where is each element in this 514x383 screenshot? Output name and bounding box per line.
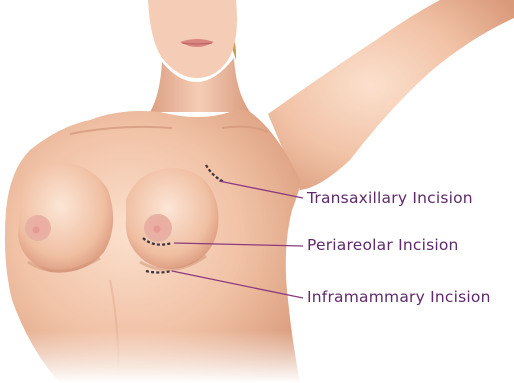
breast-right — [126, 168, 219, 269]
nipple-right — [154, 226, 161, 233]
raised-arm — [268, 0, 514, 190]
label-transaxillary-incision: Transaxillary Incision — [307, 189, 473, 207]
bottom-fade — [0, 330, 514, 383]
nipple-left — [33, 227, 40, 234]
label-inframammary-incision: Inframammary Incision — [307, 288, 491, 306]
face-shape — [148, 0, 237, 78]
label-periareolar-incision: Periareolar Incision — [307, 236, 459, 254]
